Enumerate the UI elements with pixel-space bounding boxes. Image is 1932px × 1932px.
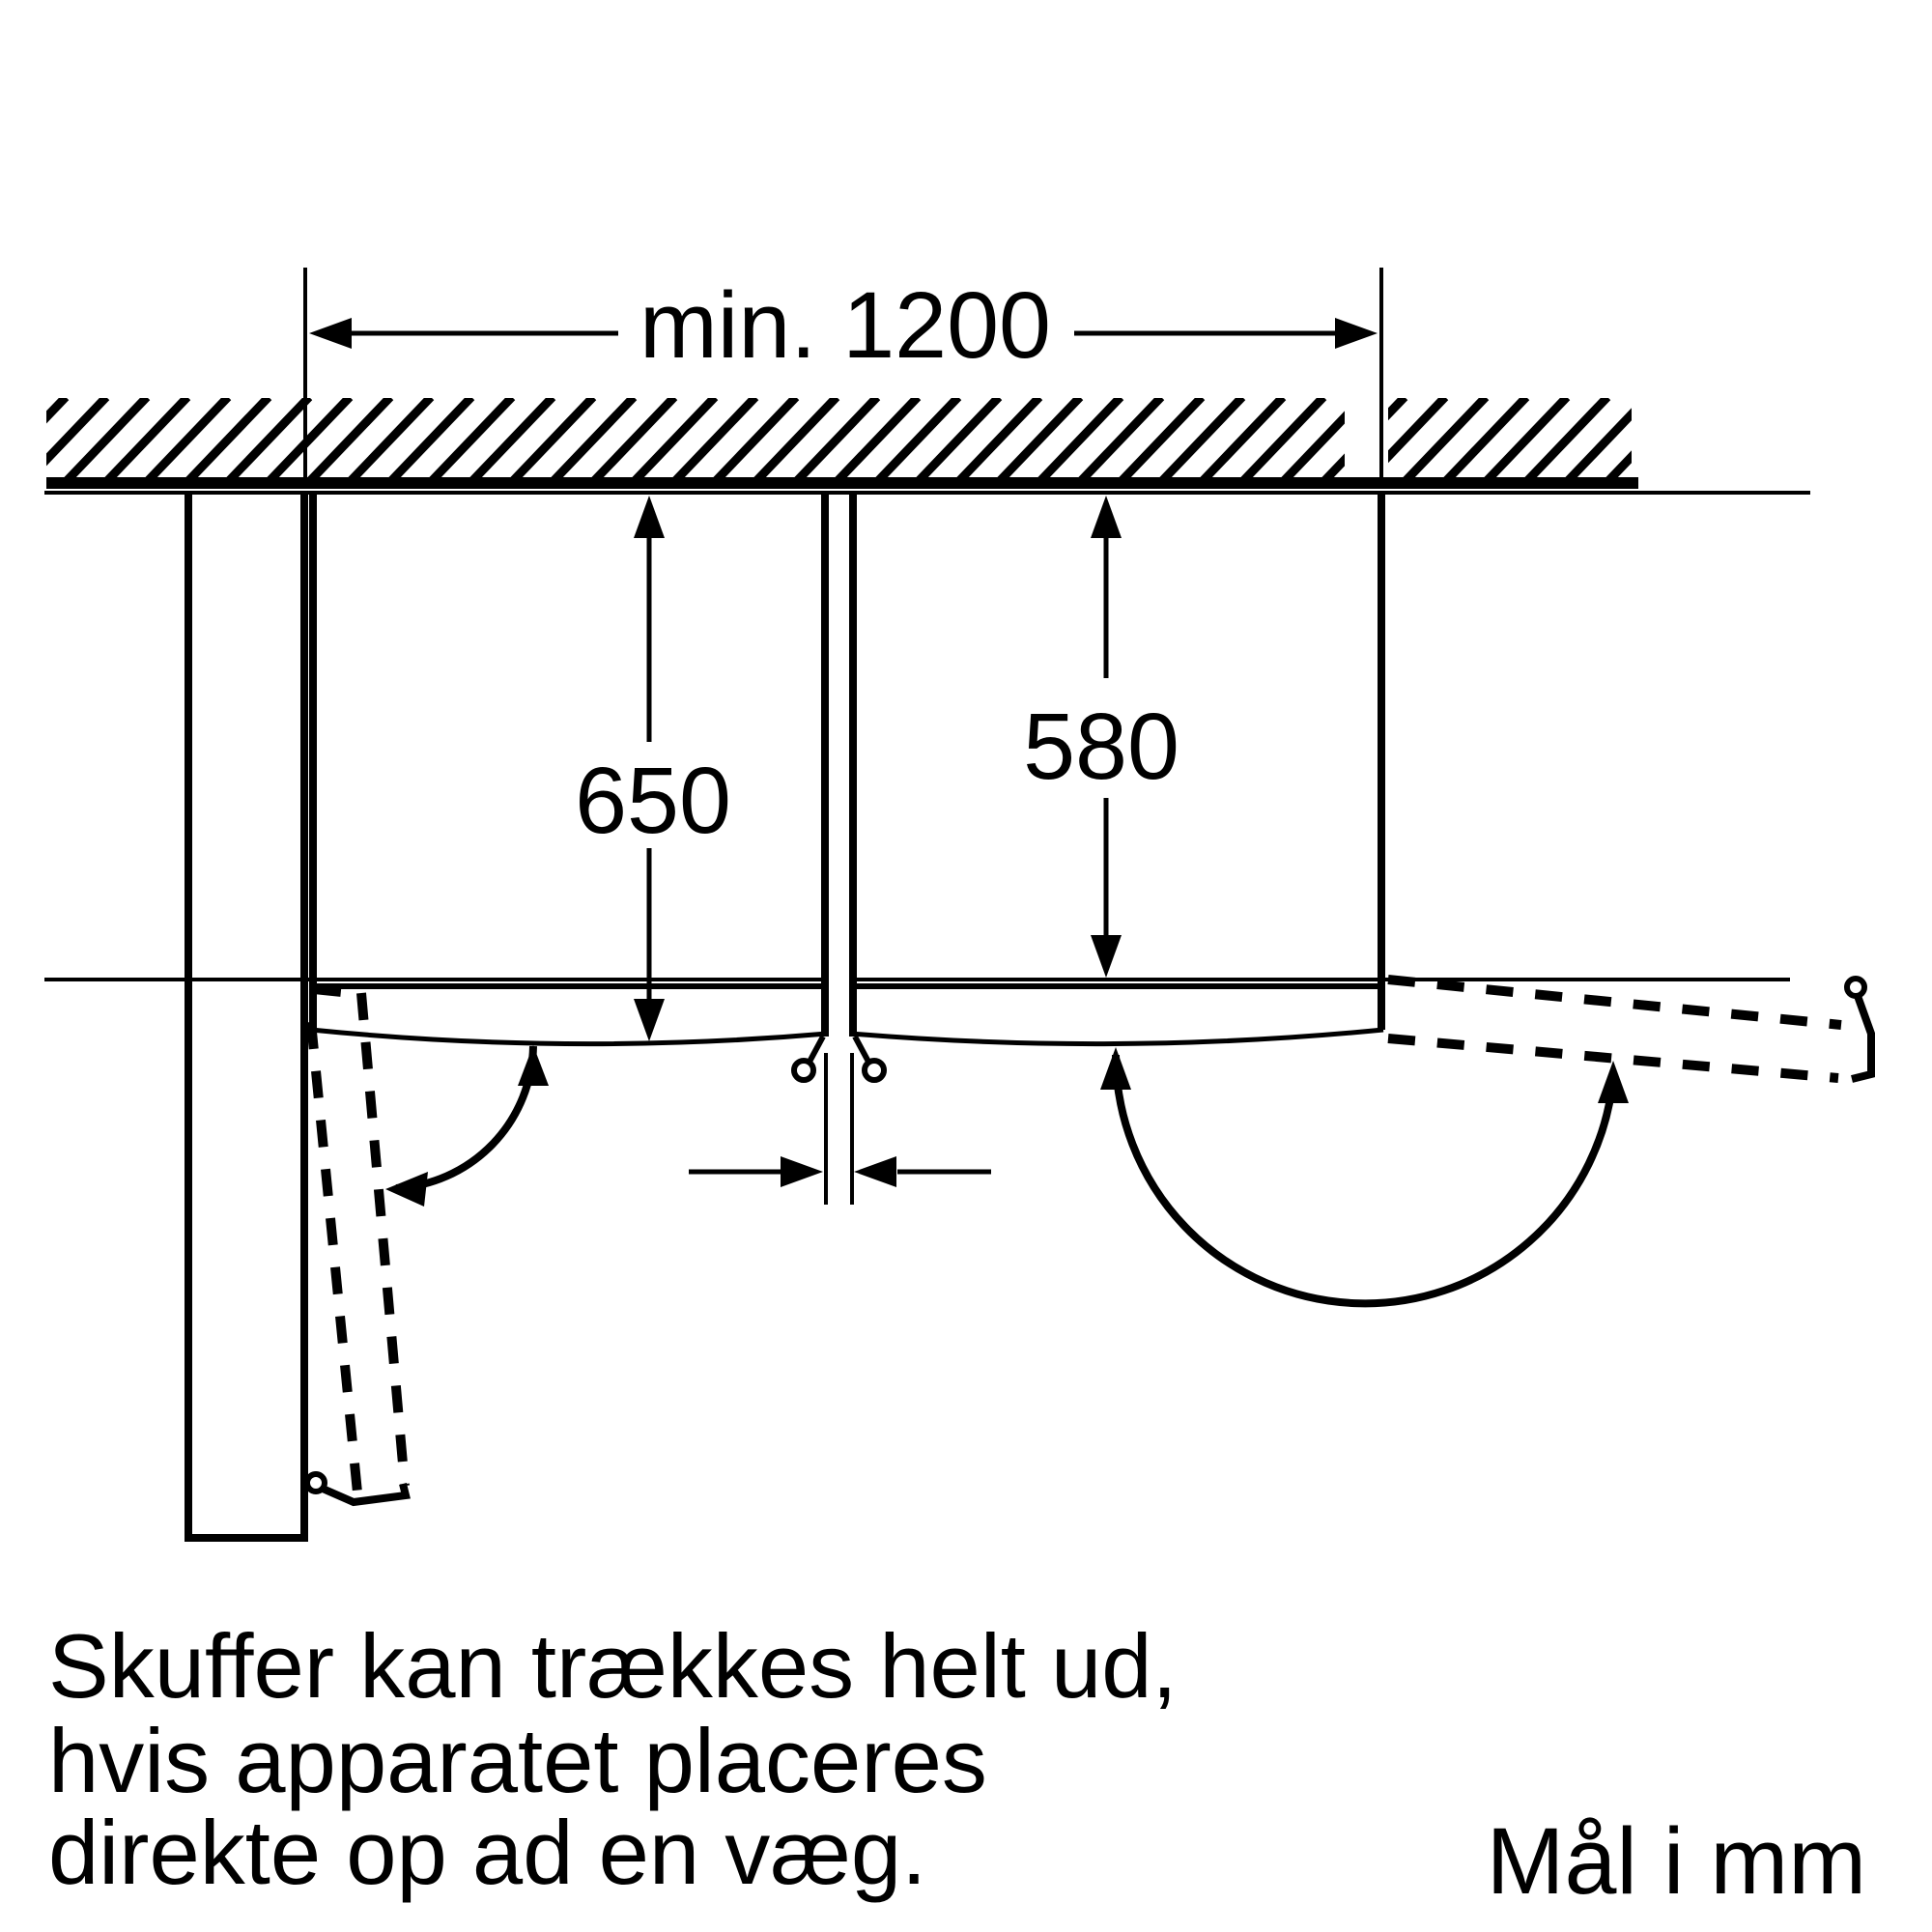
swing-arc bbox=[1112, 1054, 1617, 1308]
open-door-end-bracket bbox=[321, 1483, 411, 1507]
left-door-swing-arc bbox=[385, 1045, 549, 1207]
note-line-2: hvis apparatet placeres bbox=[48, 1710, 987, 1811]
arrow-up-icon bbox=[634, 496, 665, 538]
units-label: Mål i mm bbox=[1487, 1808, 1866, 1914]
gap-arrow-right-icon bbox=[781, 1156, 823, 1187]
right-hinge-pivot-icon bbox=[862, 1058, 887, 1083]
open-door-outline bbox=[1387, 975, 1842, 1083]
extension-lines bbox=[303, 268, 1383, 488]
niche-width-dimension: min. 1200 bbox=[303, 268, 1383, 488]
arrow-down-icon bbox=[634, 999, 665, 1041]
left-hinge-link bbox=[807, 1035, 826, 1064]
center-gap bbox=[689, 1035, 991, 1205]
open-door-end-bracket bbox=[1851, 994, 1875, 1083]
left-door-open-dashed bbox=[304, 984, 411, 1507]
arc-arrow-up-right-icon bbox=[1598, 1061, 1629, 1103]
arc-arrow-up-icon bbox=[518, 1045, 549, 1086]
right-door-face bbox=[850, 1027, 1384, 1047]
right-depth-dimension: 580 bbox=[1023, 496, 1179, 978]
right-hinge-link bbox=[852, 1035, 871, 1064]
gap-lines bbox=[824, 1053, 854, 1205]
wall-hatching bbox=[46, 398, 1632, 485]
arrow-down-icon bbox=[1091, 935, 1122, 978]
arc-arrow-left-icon bbox=[385, 1172, 428, 1207]
left-depth-label: 650 bbox=[575, 748, 731, 853]
right-door-open-dashed bbox=[1387, 975, 1875, 1083]
note-line-1: Skuffer kan trækkes helt ud, bbox=[48, 1615, 1178, 1717]
left-side-wall bbox=[185, 495, 308, 1542]
left-hinge-pivot-icon bbox=[791, 1058, 816, 1083]
arc-arrow-up-left-icon bbox=[1100, 1047, 1131, 1090]
niche-width-label: min. 1200 bbox=[639, 272, 1051, 378]
gap-dimension-arrows bbox=[689, 1156, 991, 1187]
gap-arrow-left-icon bbox=[854, 1156, 896, 1187]
right-depth-label: 580 bbox=[1023, 694, 1179, 799]
back-wall bbox=[44, 398, 1810, 495]
arrow-up-icon bbox=[1091, 496, 1122, 538]
swing-arc bbox=[395, 1045, 537, 1192]
arrow-left-icon bbox=[309, 318, 352, 349]
left-depth-dimension: 650 bbox=[575, 496, 731, 1041]
arrow-right-icon bbox=[1335, 318, 1378, 349]
door-pivot-icon bbox=[304, 1471, 327, 1494]
appliances bbox=[44, 493, 1790, 1037]
door-pivot-icon bbox=[1844, 976, 1867, 999]
left-door-face bbox=[310, 1027, 828, 1047]
open-door-outline bbox=[306, 984, 410, 1493]
note-line-3: direkte op ad en væg. bbox=[48, 1802, 926, 1903]
side-wall-outline bbox=[185, 495, 308, 1542]
note-text: Skuffer kan trækkes helt ud, hvis appara… bbox=[48, 1615, 1178, 1903]
right-door-swing-arc bbox=[1100, 1047, 1629, 1308]
right-door-closed bbox=[850, 1027, 1384, 1047]
left-door-closed bbox=[310, 1027, 828, 1047]
